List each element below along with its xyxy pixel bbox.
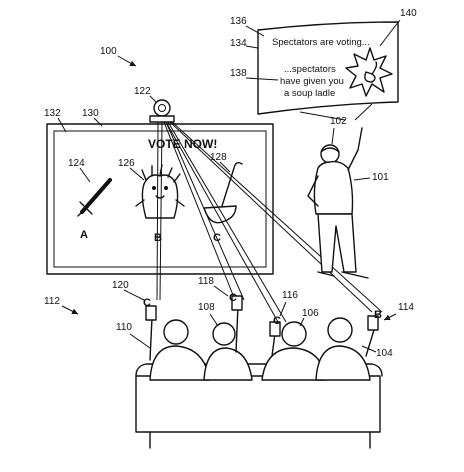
ref-101: 101 [372,172,389,183]
ref-134: 134 [230,38,247,49]
reference-numerals: 100 122 132 130 124 126 128 136 134 138 … [44,8,417,359]
display-screen: VOTE NOW! A B C [46,123,274,275]
ladle-icon [364,61,378,83]
ref-122: 122 [134,86,151,97]
ref-140: 140 [400,8,417,19]
ref-126: 126 [118,158,135,169]
ref-102: 102 [330,116,347,127]
ref-112: 112 [44,296,60,307]
bubble-line-1: Spectators are voting... [272,37,370,48]
ref-120: 120 [112,280,129,291]
ref-106: 106 [302,308,319,319]
thought-bubble: Spectators are voting... ...spectators h… [257,21,399,121]
ref-124: 124 [68,158,85,169]
ref-116: 116 [282,290,298,301]
vote-letter-116: C [273,315,281,327]
option-b-label: B [154,232,162,244]
vote-letter-118: C [229,292,237,304]
spectator-106 [261,321,327,381]
ref-130: 130 [82,108,99,119]
starburst-icon [345,47,393,97]
ref-114: 114 [398,302,414,313]
sword-icon [77,178,112,217]
ref-110: 110 [116,322,132,333]
ref-118: 118 [198,276,214,287]
ref-108: 108 [198,302,215,313]
ref-138: 138 [230,68,247,79]
creature-icon [135,164,185,219]
vote-letter-114: B [374,309,382,321]
bubble-line-4: a soup ladle [284,88,335,99]
camera-rays [156,121,383,323]
ref-104: 104 [376,348,393,359]
ref-136: 136 [230,16,247,27]
bubble-line-3: have given you [280,76,344,87]
option-a-label: A [80,229,88,241]
ref-128: 128 [210,152,227,163]
couch [135,363,383,449]
spectator-104 [315,315,379,381]
bubble-line-2: ...spectators [284,64,336,75]
vote-letter-120: C [143,297,151,309]
ref-100: 100 [100,46,117,57]
camera-icon [149,99,175,123]
player-figure [307,127,369,279]
ref-132: 132 [44,108,61,119]
spectator-110 [145,305,211,381]
spectator-108 [203,295,253,381]
